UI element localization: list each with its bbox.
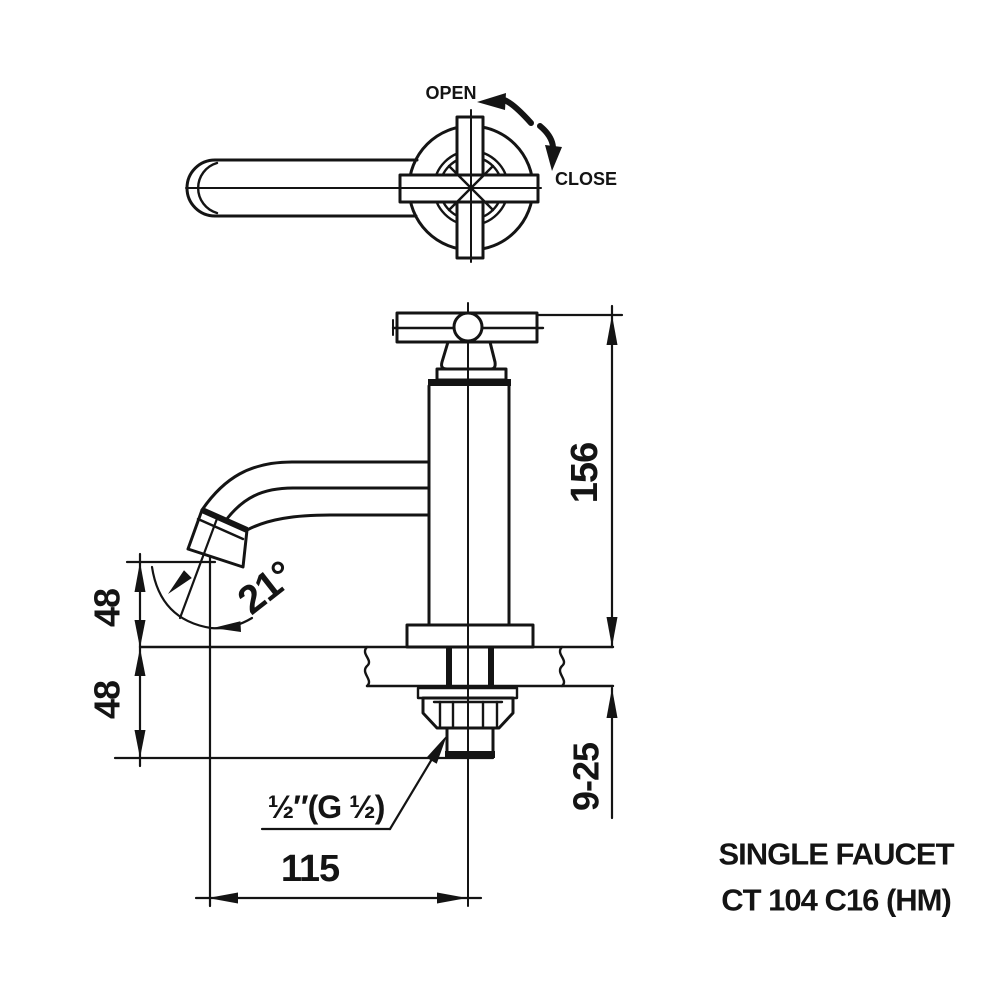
dim-48-lower-label: 48: [87, 681, 128, 719]
top-view: OPEN CLOSE: [185, 83, 617, 263]
cross-hub-x: [447, 164, 495, 212]
thread-callout: ½″(G ½): [260, 735, 447, 831]
dim-156-label: 156: [564, 443, 606, 503]
thread-size-label: ½″(G ½): [268, 789, 385, 825]
bonnet-gasket: [428, 379, 511, 386]
handle-hub-front: [452, 311, 484, 343]
close-label: CLOSE: [555, 169, 617, 189]
bonnet-flange: [435, 367, 508, 382]
mounting-hardware: [416, 686, 519, 758]
aerator-band-lower: [196, 517, 245, 541]
front-view: [138, 302, 615, 907]
aerator-band: [200, 507, 249, 533]
counter-deck: [138, 645, 615, 688]
break-line-left: [363, 645, 371, 688]
open-arrow-icon: [477, 93, 534, 126]
shank-end: [445, 751, 495, 758]
locknut: [421, 696, 515, 730]
base-flange: [405, 623, 535, 649]
spout-tip: [186, 508, 249, 569]
open-label: OPEN: [425, 83, 476, 103]
model-number: CT 104 C16 (HM): [721, 883, 951, 918]
dim-48-upper-label: 48: [87, 589, 128, 627]
title-block: SINGLE FAUCET CT 104 C16 (HM): [718, 837, 955, 918]
dimension-21deg: 21°: [150, 514, 302, 632]
dimension-48-48: 48 48: [87, 552, 495, 768]
close-arrow-icon: [537, 123, 562, 171]
dimension-9-25: 9-25: [566, 686, 618, 820]
dim-angle-label: 21°: [230, 553, 302, 623]
break-line-right: [558, 645, 566, 688]
dimension-156: 156: [536, 304, 624, 649]
dim-9-25-label: 9-25: [566, 742, 607, 811]
product-name: SINGLE FAUCET: [718, 837, 954, 872]
dim-115-label: 115: [281, 848, 340, 890]
dimension-115: 115: [194, 554, 483, 908]
spout-front: [186, 460, 431, 569]
